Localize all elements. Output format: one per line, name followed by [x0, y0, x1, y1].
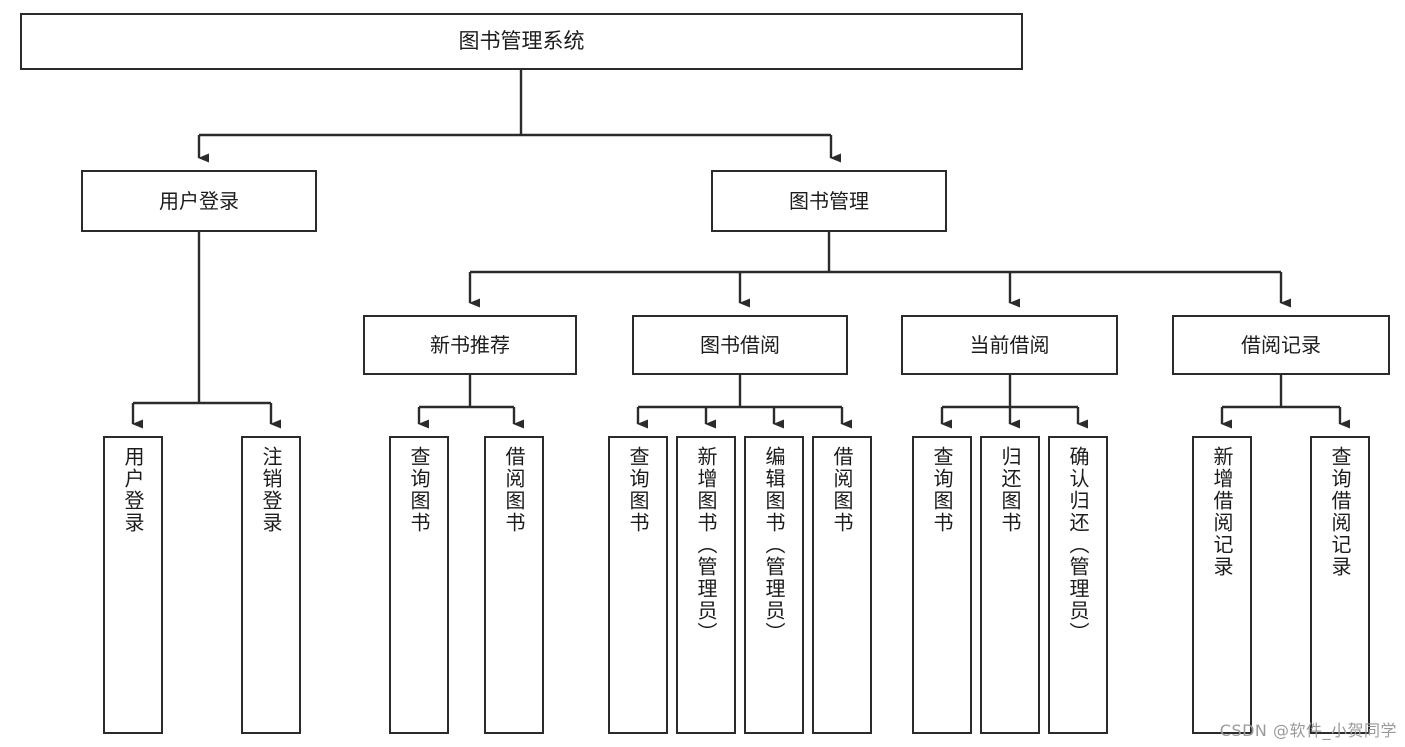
node-label: 图书管理	[789, 188, 869, 213]
leaf-borrow-book-recommend[interactable]: 借阅图书	[484, 436, 544, 734]
leaf-confirm-return[interactable]: 确认归还（管理员）	[1048, 436, 1108, 734]
leaf-query-borrow-record[interactable]: 查询借阅记录	[1310, 436, 1370, 734]
node-label: 借阅图书	[830, 446, 854, 534]
node-label: 新书推荐	[430, 332, 510, 357]
node-label: 查询图书	[626, 446, 650, 534]
node-book-borrow[interactable]: 图书借阅	[632, 315, 848, 375]
watermark: CSDN @软件_小贺同学	[1219, 721, 1397, 740]
node-label: 查询借阅记录	[1328, 446, 1352, 578]
node-label: 归还图书	[998, 446, 1022, 534]
leaf-query-book-borrow[interactable]: 查询图书	[608, 436, 668, 734]
leaf-query-book-recommend[interactable]: 查询图书	[389, 436, 449, 734]
node-label: 新增图书（管理员）	[694, 446, 718, 644]
node-label: 查询图书	[930, 446, 954, 534]
node-user-login[interactable]: 用户登录	[81, 170, 317, 232]
node-label: 新增借阅记录	[1210, 446, 1234, 578]
node-label: 图书借阅	[700, 332, 780, 357]
node-label: 注销登录	[259, 446, 283, 534]
node-borrow-record[interactable]: 借阅记录	[1172, 315, 1390, 375]
node-new-book-recommend[interactable]: 新书推荐	[363, 315, 577, 375]
node-label: 图书管理系统	[458, 29, 585, 54]
node-label: 当前借阅	[969, 332, 1050, 357]
leaf-return-book[interactable]: 归还图书	[980, 436, 1040, 734]
leaf-query-book-current[interactable]: 查询图书	[912, 436, 972, 734]
node-label: 查询图书	[407, 446, 431, 534]
node-current-borrow[interactable]: 当前借阅	[901, 315, 1118, 375]
leaf-borrow-book[interactable]: 借阅图书	[812, 436, 872, 734]
node-book-management[interactable]: 图书管理	[711, 170, 947, 232]
node-label: 编辑图书（管理员）	[762, 446, 786, 644]
leaf-add-borrow-record[interactable]: 新增借阅记录	[1192, 436, 1252, 734]
leaf-user-login[interactable]: 用户登录	[103, 436, 163, 734]
node-label: 借阅图书	[502, 446, 526, 534]
leaf-add-book[interactable]: 新增图书（管理员）	[676, 436, 736, 734]
node-root-system[interactable]: 图书管理系统	[20, 13, 1023, 70]
node-label: 确认归还（管理员）	[1066, 446, 1090, 644]
leaf-edit-book[interactable]: 编辑图书（管理员）	[744, 436, 804, 734]
node-label: 借阅记录	[1241, 332, 1321, 357]
leaf-logout-login[interactable]: 注销登录	[241, 436, 301, 734]
node-label: 用户登录	[121, 446, 145, 534]
node-label: 用户登录	[159, 188, 239, 213]
